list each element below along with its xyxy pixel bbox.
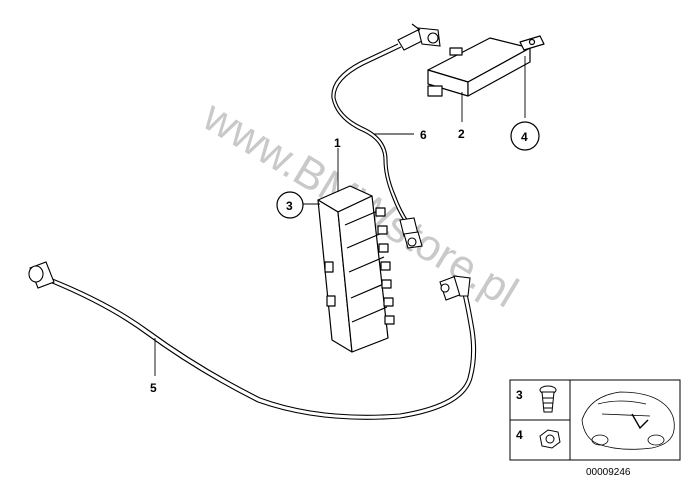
- callout-2: 2: [458, 127, 465, 141]
- callout-6: 6: [420, 128, 427, 142]
- legend-box-4: 4: [509, 419, 571, 461]
- antenna-lead-6: [331, 23, 441, 249]
- antenna-amplifier-module: [317, 185, 395, 353]
- callout-4-circle: [510, 121, 540, 151]
- callout-3-circle: [276, 191, 304, 219]
- legend-label-4: 4: [516, 428, 523, 442]
- clip-rivet-icon: [539, 385, 557, 413]
- vehicle-location-thumbnail: [569, 379, 681, 461]
- hex-nut-icon: [539, 429, 561, 449]
- callout-4: 4: [521, 130, 528, 144]
- diagram-number: 00009246: [586, 467, 631, 478]
- antenna-cable-5: [28, 261, 477, 420]
- antenna-diversity-box: [427, 35, 545, 97]
- legend-label-3: 3: [516, 388, 523, 402]
- leader-lines: [154, 56, 526, 376]
- callout-1: 1: [334, 136, 341, 150]
- legend-box-3: 3: [509, 379, 571, 421]
- callout-3: 3: [286, 199, 293, 213]
- callout-5: 5: [150, 381, 157, 395]
